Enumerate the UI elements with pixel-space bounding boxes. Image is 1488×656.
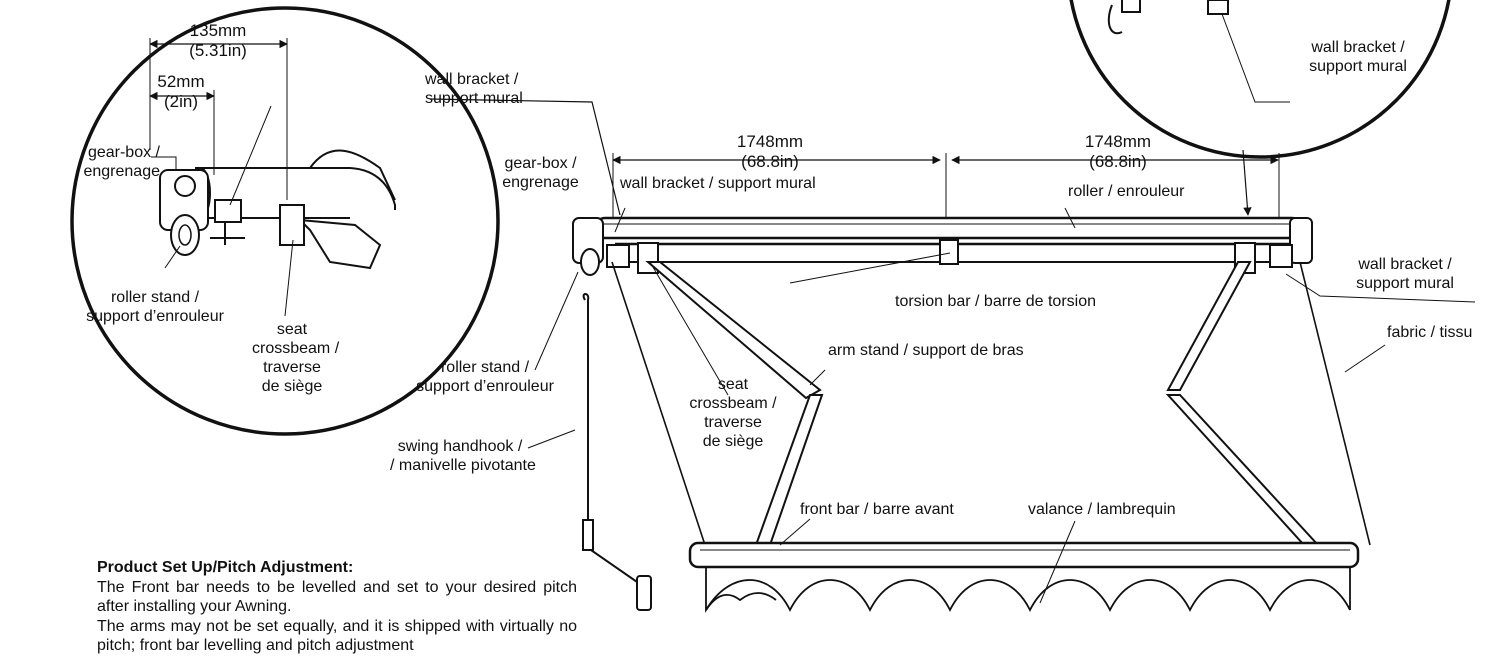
main-label-gear-box: gear-box /engrenage [502,155,579,191]
instructions-heading: Product Set Up/Pitch Adjustment: [97,559,354,576]
right-inset-label-wall-bracket: wall bracket /support mural [1309,39,1407,75]
inset-label-gear-box: gear-box /engrenage [83,144,160,180]
setup-instructions: Product Set Up/Pitch Adjustment: The Fro… [97,558,577,656]
awning-parts-diagram: 135mm(5.31in) 52mm(2in) gear-box /engren… [70,0,1476,613]
main-label-wall-bracket: wall bracket / support mural [620,175,816,192]
main-label-roller: roller / enrouleur [1068,183,1185,200]
inset-label-wall-bracket: wall bracket /support mural [425,71,523,107]
main-label-fabric: fabric / tissu [1387,324,1473,341]
main-label-swing-handhook: swing handhook // manivelle pivotante [390,438,536,474]
main-label-torsion-bar: torsion bar / barre de torsion [895,293,1096,310]
inset-dimension-135mm: 135mm(5.31in) [189,21,247,60]
main-awning [527,153,1476,613]
main-label-front-bar: front bar / barre avant [800,501,954,518]
inset-label-roller-stand: roller stand /support d’enrouleur [86,289,224,325]
main-label-roller-stand: roller stand /support d’enrouleur [416,359,554,395]
inset-dimension-52mm: 52mm(2in) [157,72,205,111]
instructions-paragraph-1: The Front bar needs to be levelled and s… [97,578,577,616]
main-dimension-left: 1748mm(68.8in) [736,132,804,171]
main-label-arm-stand: arm stand / support de bras [828,342,1024,359]
main-label-valance: valance / lambrequin [1028,501,1176,518]
main-label-wall-bracket-right: wall bracket /support mural [1356,256,1454,292]
instructions-paragraph-2: The arms may not be set equally, and it … [97,617,577,655]
main-dimension-right: 1748mm(68.8in) [1084,132,1152,171]
